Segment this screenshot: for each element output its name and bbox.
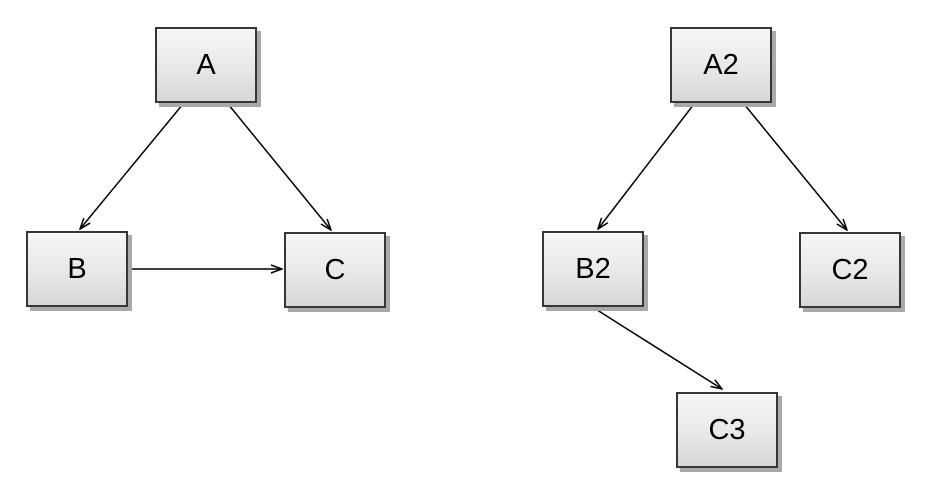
edge-b2-c3 — [593, 307, 722, 389]
edge-a2-b2 — [598, 103, 695, 229]
node-c: C — [284, 232, 386, 308]
edge-a2-c2 — [743, 103, 847, 230]
node-c3: C3 — [676, 392, 778, 468]
node-a2: A2 — [670, 27, 772, 103]
edge-a-b — [80, 103, 184, 229]
node-b: B — [26, 231, 128, 307]
node-a: A — [155, 27, 257, 103]
edges-group — [80, 103, 847, 389]
edge-a-c — [227, 103, 331, 230]
node-b2: B2 — [542, 231, 644, 307]
node-c2: C2 — [799, 232, 901, 308]
